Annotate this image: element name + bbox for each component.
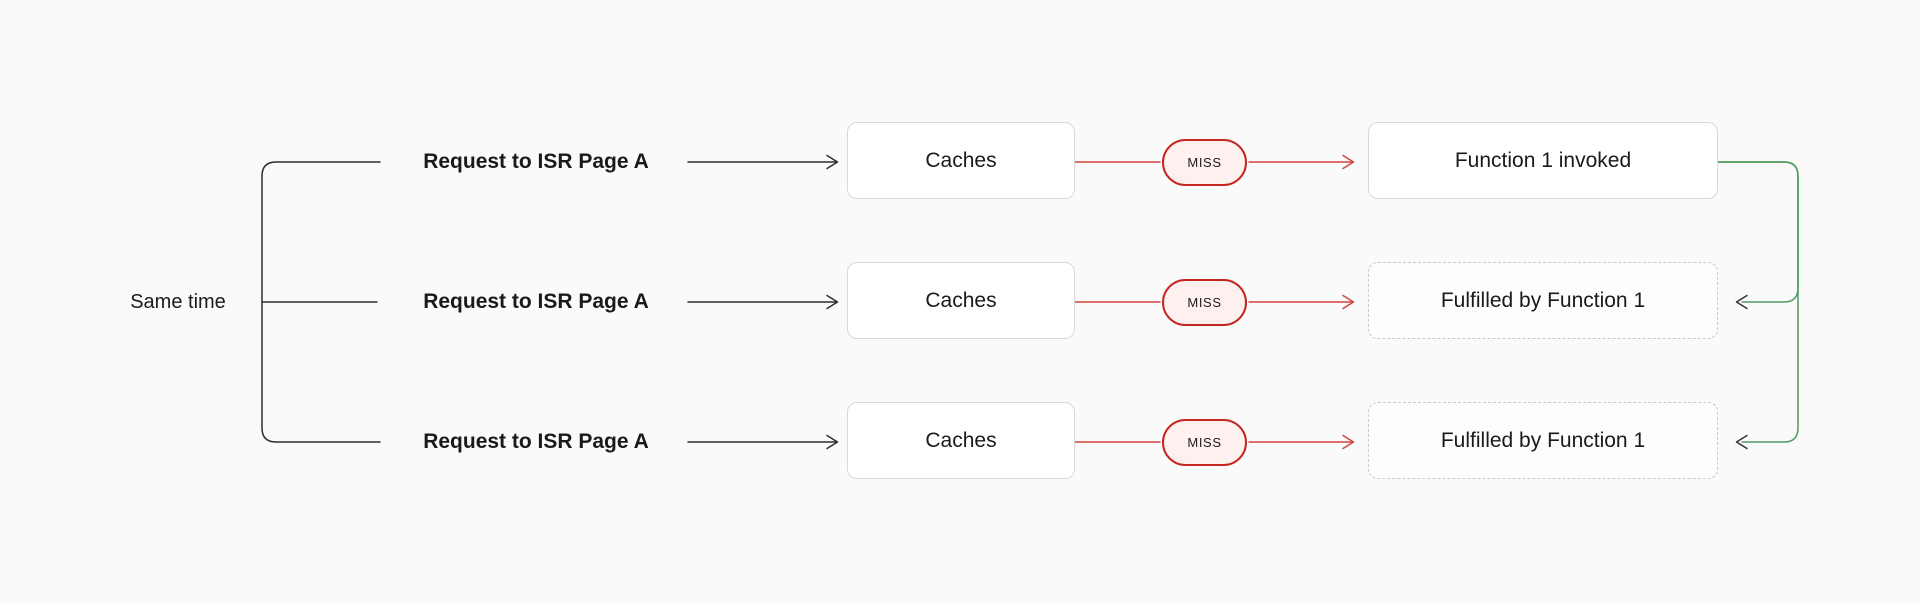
same-time-label: Same time bbox=[130, 291, 226, 313]
miss-badge-label: MISS bbox=[1187, 435, 1222, 450]
cache-miss-arrows bbox=[1074, 154, 1355, 450]
cache-box-label: Caches bbox=[925, 288, 997, 312]
cache-box-label: Caches bbox=[925, 428, 997, 452]
fulfilled-box-label: Fulfilled by Function 1 bbox=[1440, 428, 1646, 452]
request-to-cache-arrows bbox=[687, 154, 839, 450]
miss-badge-label: MISS bbox=[1187, 295, 1222, 310]
request-label: Request to ISR Page A bbox=[423, 430, 649, 453]
cache-box: Caches bbox=[847, 262, 1075, 339]
fulfilled-box: Fulfilled by Function 1 bbox=[1368, 262, 1718, 339]
cache-box: Caches bbox=[847, 122, 1075, 199]
same-time-bracket bbox=[261, 161, 381, 443]
cache-box: Caches bbox=[847, 402, 1075, 479]
miss-badge: MISS bbox=[1162, 139, 1247, 186]
function-invoked-label: Function 1 invoked bbox=[1454, 148, 1632, 172]
miss-badge: MISS bbox=[1162, 419, 1247, 466]
request-label: Request to ISR Page A bbox=[423, 150, 649, 173]
miss-badge-label: MISS bbox=[1187, 155, 1222, 170]
function-invoked-box: Function 1 invoked bbox=[1368, 122, 1718, 199]
cache-box-label: Caches bbox=[925, 148, 997, 172]
request-label: Request to ISR Page A bbox=[423, 290, 649, 313]
miss-badge: MISS bbox=[1162, 279, 1247, 326]
fulfilled-by-connectors bbox=[1717, 161, 1799, 443]
fulfilled-box-label: Fulfilled by Function 1 bbox=[1440, 288, 1646, 312]
fulfilled-box: Fulfilled by Function 1 bbox=[1368, 402, 1718, 479]
fulfilled-by-arrowheads bbox=[1735, 294, 1748, 450]
